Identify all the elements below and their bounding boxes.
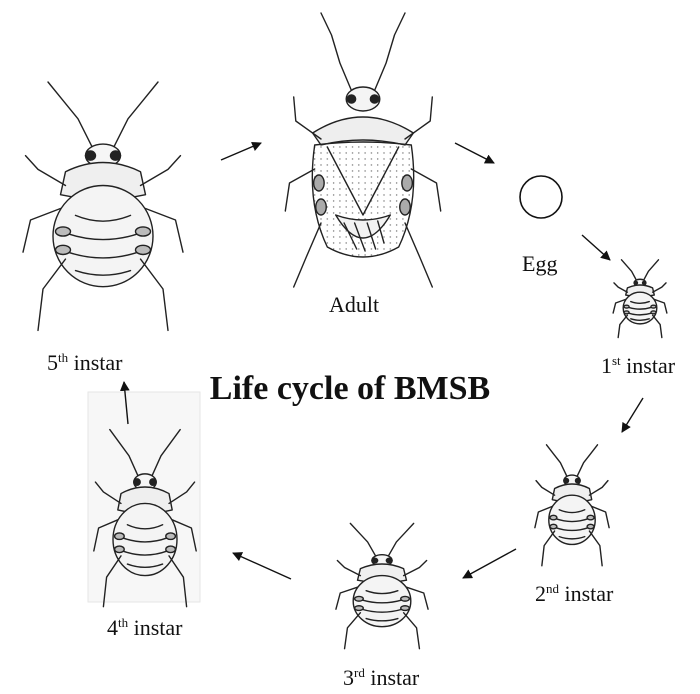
- label-adult: Adult: [329, 294, 379, 316]
- label-fifth-instar: 5th instar: [47, 352, 123, 374]
- second-instar-illustration: [535, 445, 609, 566]
- fifth-instar-illustration: [23, 82, 183, 330]
- first-instar-illustration: [613, 260, 667, 338]
- egg-illustration: [520, 176, 562, 218]
- third-instar-illustration: [336, 523, 428, 648]
- label-second-instar: 2nd instar: [535, 583, 613, 605]
- arrow-fifth-to-adult: [221, 143, 261, 160]
- arrow-egg-to-first: [582, 235, 610, 260]
- arrow-third-to-fourth: [233, 553, 291, 579]
- fourth-instar-illustration: [88, 392, 200, 607]
- adult-illustration: [285, 13, 440, 287]
- label-first-instar: 1st instar: [601, 355, 675, 377]
- arrow-adult-to-egg: [455, 143, 494, 163]
- label-egg: Egg: [522, 253, 557, 275]
- label-third-instar: 3rd instar: [343, 667, 419, 689]
- arrow-second-to-third: [463, 549, 516, 578]
- diagram-title: Life cycle of BMSB: [0, 372, 700, 406]
- label-fourth-instar: 4th instar: [107, 617, 183, 639]
